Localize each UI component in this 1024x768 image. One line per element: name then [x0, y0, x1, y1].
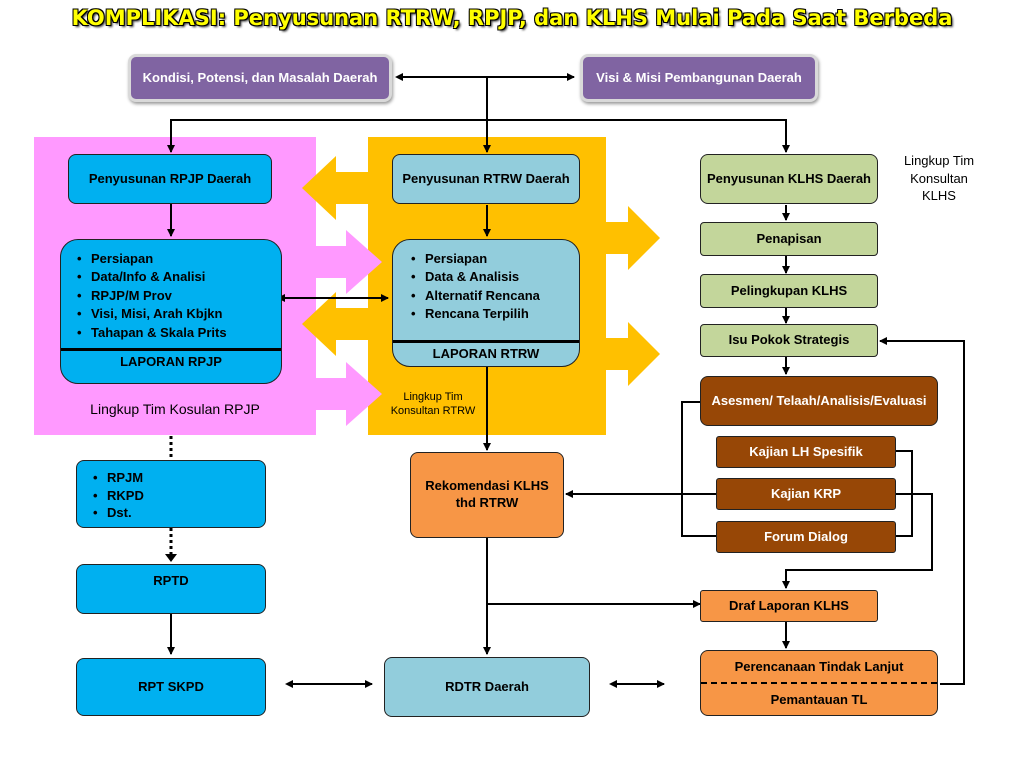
list-item: Visi, Misi, Arah Kbjkn: [91, 305, 227, 323]
isu-pokok-box: Isu Pokok Strategis: [700, 324, 878, 357]
list-item: Persiapan: [91, 250, 227, 268]
rdtr-box: RDTR Daerah: [384, 657, 590, 717]
rptd-box: RPTD: [76, 564, 266, 614]
rpjm-list: RPJM RKPD Dst.: [91, 469, 144, 522]
divider: [61, 348, 281, 351]
rekomendasi-klhs-box: Rekomendasi KLHS thd RTRW: [410, 452, 564, 538]
tindak-lanjut-box: Perencanaan Tindak Lanjut Pemantauan TL: [700, 650, 938, 716]
list-item: Persiapan: [425, 250, 540, 268]
list-item: RPJP/M Prov: [91, 287, 227, 305]
dashed-divider: [701, 682, 937, 684]
block-arrow-right-4: [606, 322, 660, 386]
visi-misi-box: Visi & Misi Pembangunan Daerah: [580, 54, 818, 102]
list-item: Alternatif Rencana: [425, 287, 540, 305]
draf-laporan-box: Draf Laporan KLHS: [700, 590, 878, 622]
asesmen-box: Asesmen/ Telaah/Analisis/Evaluasi: [700, 376, 938, 426]
rtrw-steps-list: Persiapan Data & Analisis Alternatif Ren…: [409, 250, 540, 324]
list-item: RKPD: [107, 487, 144, 505]
list-item: Data & Analisis: [425, 268, 540, 286]
list-item: RPJM: [107, 469, 144, 487]
penapisan-box: Penapisan: [700, 222, 878, 256]
pemantauan-label: Pemantauan TL: [770, 692, 868, 707]
list-item: Data/Info & Analisi: [91, 268, 227, 286]
block-arrow-left-1: [302, 156, 368, 220]
laporan-rpjp-label: LAPORAN RPJP: [120, 354, 222, 369]
block-arrow-right-1: [316, 230, 382, 294]
kajian-krp-box: Kajian KRP: [716, 478, 896, 510]
klhs-scope-label: Lingkup Tim Konsultan KLHS: [903, 153, 975, 204]
rpjp-scope-label: Lingkup Tim Kosulan RPJP: [90, 401, 260, 417]
list-item: Dst.: [107, 504, 144, 522]
list-item: Tahapan & Skala Prits: [91, 324, 227, 342]
penyusunan-rpjp-box: Penyusunan RPJP Daerah: [68, 154, 272, 204]
penyusunan-klhs-box: Penyusunan KLHS Daerah: [700, 154, 878, 204]
rpjp-process-box: Persiapan Data/Info & Analisi RPJP/M Pro…: [60, 239, 282, 384]
rtrw-scope-label: Lingkup Tim Konsultan RTRW: [390, 391, 476, 418]
block-arrow-right-3: [606, 206, 660, 270]
list-item: Rencana Terpilih: [425, 305, 540, 323]
rpt-skpd-box: RPT SKPD: [76, 658, 266, 716]
forum-dialog-box: Forum Dialog: [716, 521, 896, 553]
laporan-rtrw-label: LAPORAN RTRW: [432, 346, 540, 361]
block-arrow-right-2: [316, 362, 382, 426]
perencanaan-label: Perencanaan Tindak Lanjut: [734, 659, 904, 674]
kajian-lh-box: Kajian LH Spesifik: [716, 436, 896, 468]
penyusunan-rtrw-box: Penyusunan RTRW Daerah: [392, 154, 580, 204]
rpjp-steps-list: Persiapan Data/Info & Analisi RPJP/M Pro…: [75, 250, 227, 342]
kondisi-box: Kondisi, Potensi, dan Masalah Daerah: [128, 54, 392, 102]
pelingkupan-box: Pelingkupan KLHS: [700, 274, 878, 308]
rtrw-process-box: Persiapan Data & Analisis Alternatif Ren…: [392, 239, 580, 367]
block-arrow-left-2: [302, 292, 368, 356]
rpjm-box: RPJM RKPD Dst.: [76, 460, 266, 528]
page-title: KOMPLIKASI: Penyusunan RTRW, RPJP, dan K…: [71, 6, 953, 30]
divider: [393, 340, 579, 343]
